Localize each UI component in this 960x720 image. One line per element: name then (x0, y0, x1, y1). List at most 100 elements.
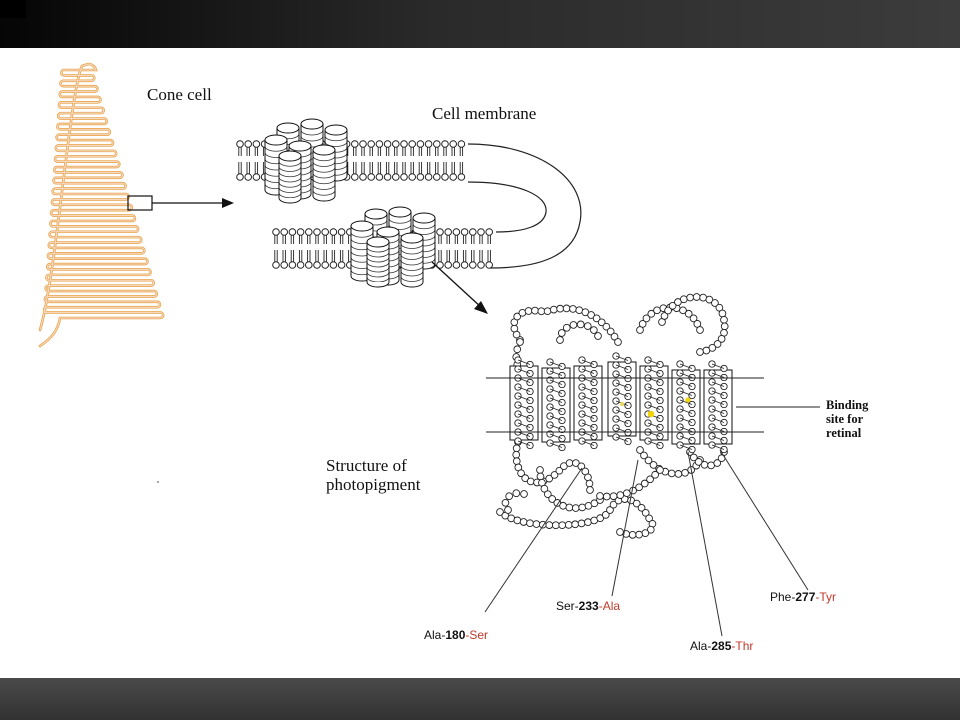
helix-bond (615, 436, 629, 442)
amino-acid-bead (562, 323, 571, 332)
amino-acid-bead (512, 457, 521, 466)
mutation-label: Ala-285-Thr (690, 639, 753, 653)
amino-acid-bead (635, 530, 643, 539)
amino-acid-bead (521, 474, 530, 483)
amino-acid-bead (640, 451, 648, 460)
amino-acid-bead (637, 503, 646, 512)
lipid-head (457, 140, 466, 148)
helix-bond (517, 395, 531, 401)
amino-acid-bead (601, 511, 610, 519)
lipid-head (460, 261, 469, 269)
lipid-head (441, 140, 449, 148)
amino-acid-bead (606, 327, 615, 336)
helix-bond (581, 413, 595, 419)
lipid-head (337, 261, 346, 269)
membrane-fold-inner (467, 181, 547, 233)
helix-bond (549, 388, 563, 394)
amino-acid-bead (565, 459, 574, 467)
amino-acid-bead (622, 489, 631, 498)
lipid-head (392, 140, 400, 148)
amino-acid-bead (536, 466, 544, 474)
amino-acid-bead (569, 305, 577, 313)
amino-acid-bead (557, 329, 566, 337)
amino-acid-bead (551, 521, 560, 530)
helix-bond (615, 382, 629, 388)
opsin-cylinder (324, 124, 348, 182)
lipid-head (367, 173, 376, 181)
helix-bond (679, 372, 693, 378)
lipid-head (288, 261, 297, 269)
amino-acid-bead (702, 346, 711, 355)
mutation-label: Phe-277-Tyr (770, 590, 836, 604)
helix-bond (647, 386, 661, 392)
helix-bond (711, 435, 725, 441)
amino-acid-bead (578, 503, 587, 512)
helix-bond (679, 444, 693, 450)
opsin-cylinders-lower (350, 206, 436, 288)
amino-acid-bead (602, 492, 611, 501)
mutation-leader-ala285 (687, 451, 723, 637)
amino-acid-bead (512, 450, 521, 459)
lipid-head (457, 173, 466, 181)
helix-bond (711, 408, 725, 414)
lipid-head (351, 140, 359, 148)
amino-acid-bead (713, 340, 722, 348)
amino-acid-bead (569, 321, 578, 329)
amino-acid-bead (681, 468, 689, 477)
amino-acid-bead (692, 293, 701, 301)
mutation-from: Ala- (690, 639, 712, 653)
amino-acid-bead (510, 324, 519, 333)
mutation-leader-ser233 (611, 459, 639, 597)
helix-bond (517, 386, 531, 392)
helix-bond (549, 370, 563, 376)
opsin-cylinders-upper (264, 118, 348, 204)
amino-acid-bead (548, 495, 557, 503)
amino-acid-bead (686, 293, 694, 302)
helix-bond (517, 368, 531, 374)
helix-bond (711, 372, 725, 378)
amino-acid-bead (668, 301, 677, 310)
lipid-head (452, 261, 461, 269)
top-bar (0, 0, 960, 48)
amino-acid-bead (513, 345, 522, 354)
lipid-head (329, 261, 338, 269)
amino-acid-bead (651, 470, 659, 479)
lipid-head (400, 173, 408, 181)
helix-bond (517, 359, 531, 365)
helix-bond (581, 386, 595, 392)
lipid-head (408, 140, 417, 148)
structure-arrow-head (474, 301, 488, 314)
lipid-head (416, 140, 425, 148)
amino-acid-bead (543, 307, 552, 316)
opsin-cylinder (312, 144, 336, 202)
amino-acid-bead (558, 521, 567, 530)
amino-acid-bead (628, 530, 637, 539)
amino-acid-bead (684, 309, 693, 318)
helix (607, 352, 637, 446)
helix (703, 360, 733, 454)
helix-bond (711, 417, 725, 423)
amino-acid-bead (616, 528, 624, 536)
amino-acid-bead (720, 315, 728, 324)
amino-acid-bead (517, 469, 525, 478)
cone-cell-folds-inner (39, 63, 164, 347)
lipid-head (400, 140, 408, 148)
amino-acid-bead (609, 492, 618, 501)
helix-bond (581, 431, 595, 437)
amino-acid-bead (636, 446, 644, 454)
amino-acid-chain (496, 293, 729, 539)
lipid-head (305, 261, 313, 269)
helix-bond (581, 377, 595, 383)
helix-bond (647, 440, 661, 446)
amino-acid-bead (520, 490, 528, 498)
opsin-cylinder (350, 220, 374, 282)
amino-acid-bead (679, 306, 687, 315)
helix-bond (615, 355, 629, 361)
lipid-head (460, 228, 469, 236)
amino-acid-bead (536, 472, 545, 481)
amino-acid-bead (642, 314, 651, 323)
helix-bond (679, 435, 693, 441)
amino-acid-bead (640, 479, 649, 488)
helix-bond (549, 397, 563, 403)
mutation-to: -Tyr (815, 590, 837, 604)
